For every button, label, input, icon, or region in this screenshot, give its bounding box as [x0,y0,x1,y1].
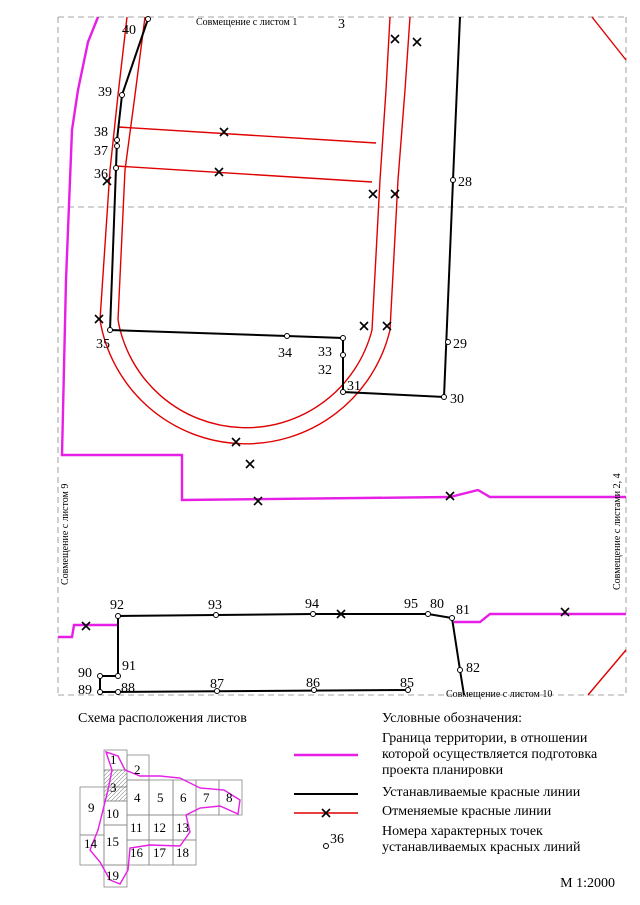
scheme-cell: 5 [157,790,164,805]
point-label: 94 [305,597,319,612]
legend-item-boundary: Граница территории, в отношении которой … [382,731,598,778]
left-sheet-label: Совмещение с листом 9 [60,484,71,585]
point-label: 30 [450,392,464,407]
point-label: 38 [94,125,108,140]
top-sheet-label: Совмещение с листом 1 [196,17,297,28]
scale-label: М 1:2000 [560,876,615,891]
legend-title: Условные обозначения: [382,711,523,726]
point-label: 82 [466,661,480,676]
point-label: 35 [96,337,110,352]
point-label: 34 [278,346,292,361]
scheme-cell: 9 [88,800,95,815]
characteristic-points [97,16,463,695]
point-label: 28 [458,175,472,190]
scheme-cell: 3 [110,780,117,795]
point-label: 29 [453,337,467,352]
point-labels: 40 39 38 37 36 35 34 33 32 31 30 29 28 9… [78,23,480,698]
right-sheet-label: Совмещение с листами 2, 4 [612,473,623,590]
legend-item-established: Устанавливаемые красные линии [382,785,581,800]
bottom-sheet-label: Совмещение с листом 10 [446,689,552,700]
sheet-frame [57,16,627,696]
territory-boundary [58,16,626,639]
point-label: 81 [456,603,470,618]
sheet-layout-scheme: 1 2 3 4 5 6 7 8 9 10 11 12 13 14 15 16 1… [79,749,243,888]
point-label: 90 [78,666,92,681]
scheme-cell: 8 [226,790,233,805]
scheme-cell: 11 [130,820,143,835]
scheme-cell: 15 [106,834,119,849]
point-label: 33 [318,345,332,360]
point-label: 32 [318,363,332,378]
point-label: 37 [94,144,108,159]
point-label: 80 [430,597,444,612]
scheme-cell: 2 [134,762,141,777]
point-label: 89 [78,683,92,698]
point-label: 92 [110,598,124,613]
point-label: 91 [122,659,136,674]
point-label: 88 [121,681,135,696]
point-label: 93 [208,598,222,613]
legend-point-icon [323,843,329,849]
scheme-cell: 18 [176,845,189,860]
legend-symbols: 36 [294,753,358,849]
sheet-number: 3 [338,17,345,32]
scheme-cell: 12 [153,820,166,835]
scheme-title: Схема расположения листов [78,711,247,726]
point-label: 31 [347,379,361,394]
scheme-cell: 4 [134,790,141,805]
scheme-cell: 14 [84,836,98,851]
legend-item-points: Номера характерных точек устанавливаемых… [382,824,581,855]
legend-item-cancelled: Отменяемые красные линии [382,804,552,819]
point-label: 95 [404,597,418,612]
point-label: 39 [98,85,112,100]
scheme-cell: 1 [110,752,117,767]
cancelled-red-lines [99,16,627,696]
scheme-cell: 17 [153,845,167,860]
scheme-cell: 10 [106,806,119,821]
legend-point-sample: 36 [330,832,344,847]
scheme-cell: 7 [203,790,210,805]
scheme-cell: 16 [130,845,144,860]
scheme-cell: 19 [106,868,119,883]
point-label: 36 [94,167,108,182]
point-label: 87 [210,677,224,692]
scheme-cell: 6 [180,790,187,805]
point-label: 85 [400,676,414,691]
scheme-cell: 13 [176,820,189,835]
cancel-markers [81,34,570,631]
point-label: 86 [306,676,320,691]
point-label: 40 [122,23,136,38]
legend-cross-icon [321,808,331,818]
